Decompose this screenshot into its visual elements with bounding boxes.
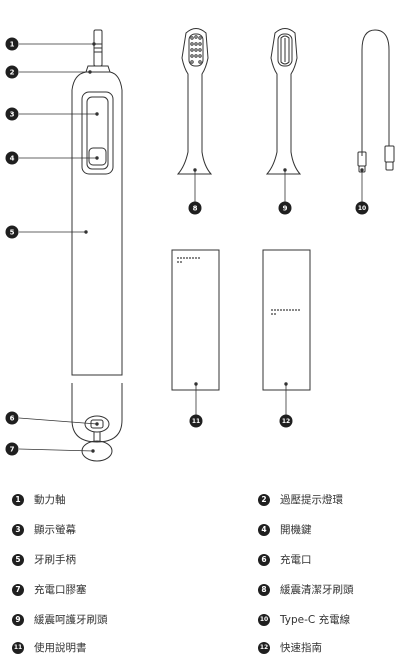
callout-badge-9 <box>278 201 292 215</box>
legend-badge: 7 <box>12 583 24 596</box>
legend-badge: 8 <box>258 583 270 596</box>
callout-number-2: 2 <box>10 69 15 77</box>
callout-badge-2 <box>5 65 19 79</box>
legend-label: 充電口 <box>280 554 312 566</box>
legend-item-4: 4 開機鍵 <box>258 522 312 537</box>
callout-badge-5 <box>5 225 19 239</box>
legend-label: 牙刷手柄 <box>34 554 76 566</box>
legend-item-8: 8 緩震清潔牙刷頭 <box>258 582 354 597</box>
callout-number-11: 11 <box>192 418 200 425</box>
legend-badge: 2 <box>258 493 270 506</box>
callout-number-1: 1 <box>10 41 15 49</box>
callout-badge-6 <box>5 411 19 425</box>
legend-badge: 3 <box>12 523 24 536</box>
callout-number-5: 5 <box>10 229 15 237</box>
callout-number-6: 6 <box>10 415 15 423</box>
legend-label: Type-C 充電線 <box>280 614 351 626</box>
legend-item-12: 12 快速指南 <box>258 640 322 655</box>
legend-label: 充電口膠塞 <box>34 584 87 596</box>
callout-badge-10 <box>355 201 369 215</box>
legend-item-6: 6 充電口 <box>258 552 312 567</box>
legend-item-2: 2 過壓提示燈環 <box>258 492 343 507</box>
legend-label: 緩震清潔牙刷頭 <box>280 584 354 596</box>
legend-label: 快速指南 <box>280 642 322 654</box>
legend-badge: 6 <box>258 553 270 566</box>
legend-badge: 5 <box>12 553 24 566</box>
callout-number-4: 4 <box>10 155 15 163</box>
legend-item-3: 3 顯示螢幕 <box>12 522 76 537</box>
display-screen <box>81 91 114 175</box>
legend-item-9: 9 緩震呵護牙刷頭 <box>12 612 108 627</box>
quick-guide <box>262 249 311 391</box>
legend-label: 顯示螢幕 <box>34 524 76 536</box>
legend-badge: 4 <box>258 523 270 536</box>
callout-number-7: 7 <box>10 446 15 454</box>
callout-badge-3 <box>5 107 19 121</box>
callout-badge-11 <box>189 414 203 428</box>
callout-number-12: 12 <box>282 418 290 425</box>
legend-badge: 10 <box>258 613 270 626</box>
toothbrush-handle <box>71 29 123 462</box>
type-c-cable <box>357 29 395 173</box>
power-button <box>88 147 107 166</box>
callout-badge-4 <box>5 151 19 165</box>
callout-number-9: 9 <box>283 205 288 213</box>
legend-badge: 12 <box>258 641 270 654</box>
callout-badge-12 <box>279 414 293 428</box>
legend-label: 動力軸 <box>34 494 66 506</box>
user-manual <box>171 249 220 391</box>
callout-number-8: 8 <box>193 205 198 213</box>
gentle-brush-head <box>265 28 302 175</box>
legend-label: 開機鍵 <box>280 524 312 536</box>
legend-label: 過壓提示燈環 <box>280 494 343 506</box>
legend-item-5: 5 牙刷手柄 <box>12 552 76 567</box>
legend-badge: 1 <box>12 493 24 506</box>
callout-number-3: 3 <box>10 111 15 119</box>
legend-item-1: 1 動力軸 <box>12 492 66 507</box>
cleaning-brush-head <box>176 28 213 175</box>
charging-port-area <box>71 383 123 443</box>
legend-item-7: 7 充電口膠塞 <box>12 582 87 597</box>
legend-item-10: 10 Type-C 充電線 <box>258 612 350 627</box>
callout-badge-7 <box>5 442 19 456</box>
legend-label: 緩震呵護牙刷頭 <box>34 614 108 626</box>
callout-badge-8 <box>188 201 202 215</box>
charging-port <box>84 415 110 433</box>
callout-badge-1 <box>5 37 19 51</box>
legend-label: 使用說明書 <box>34 642 87 654</box>
legend-badge: 11 <box>12 641 24 654</box>
legend-item-11: 11 使用說明書 <box>12 640 87 655</box>
callout-number-10: 10 <box>358 205 366 212</box>
legend-badge: 9 <box>12 613 24 626</box>
